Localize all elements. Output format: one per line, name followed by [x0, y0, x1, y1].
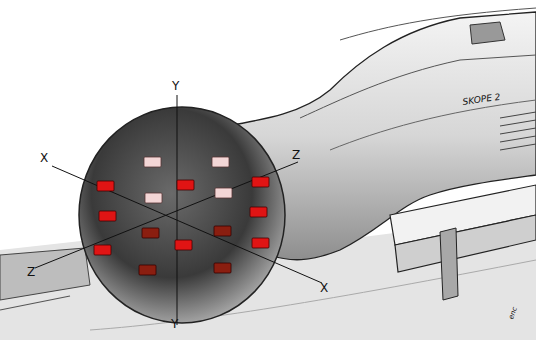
pink-block [144, 157, 161, 167]
red-block [94, 245, 111, 255]
vent-hatching [500, 112, 536, 150]
red-block [250, 207, 267, 217]
red-block [252, 238, 269, 248]
dark-red-block [214, 226, 231, 236]
x-axis [52, 166, 322, 283]
wing-endplate [440, 228, 458, 300]
z-axis [35, 162, 298, 268]
dark-red-block [139, 265, 156, 275]
pink-block [215, 188, 232, 198]
red-block [97, 181, 114, 191]
car-name: SKOPE 2 [462, 93, 501, 107]
axis-label: Y [172, 80, 179, 92]
red-block [175, 240, 192, 250]
dark-red-block [142, 228, 159, 238]
axis-label: Y [171, 318, 178, 330]
pink-block [212, 157, 229, 167]
axis-label: X [320, 282, 328, 294]
axis-label: Z [27, 266, 35, 278]
body-line [330, 100, 536, 150]
red-block [99, 211, 116, 221]
ground-line [0, 296, 70, 310]
ground-strip [0, 248, 90, 300]
pink-block [145, 193, 162, 203]
axis-label: Z [292, 149, 300, 161]
sphere [79, 107, 285, 323]
body-line [300, 55, 536, 118]
cockpit-opening [470, 22, 505, 44]
signature: enc [508, 306, 519, 320]
axis-label: X [40, 152, 48, 164]
dark-red-block [214, 263, 231, 273]
front-wing-face [395, 215, 536, 272]
red-block [252, 177, 269, 187]
y-axis [177, 95, 178, 325]
cockpit-edge [340, 8, 536, 40]
red-block [177, 180, 194, 190]
